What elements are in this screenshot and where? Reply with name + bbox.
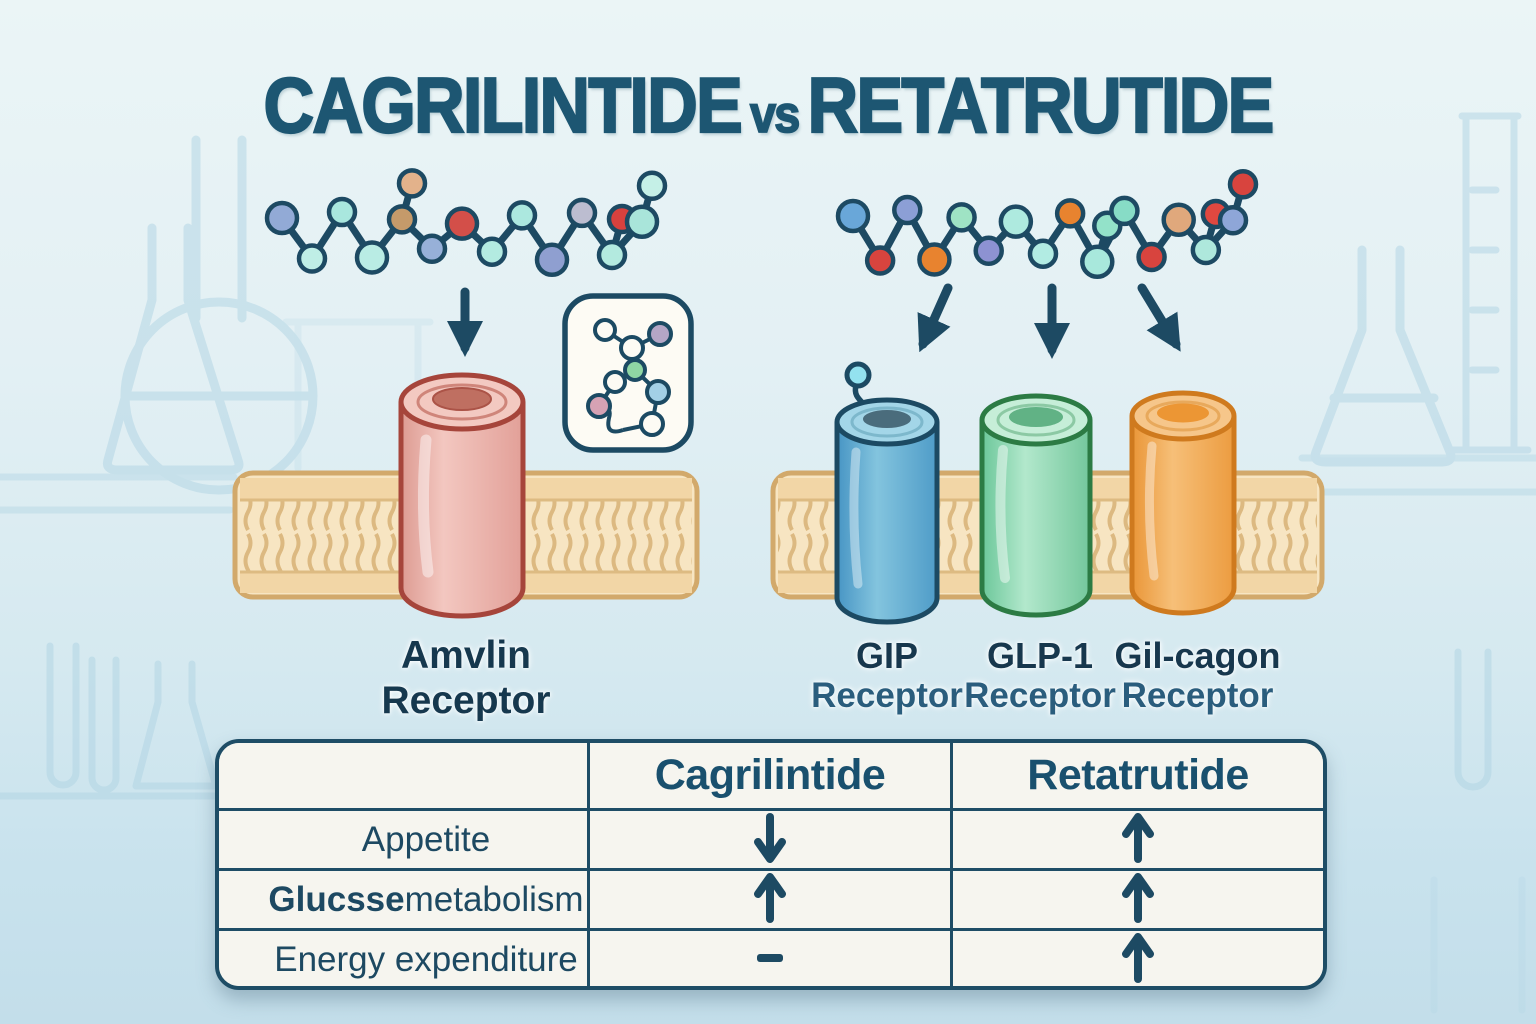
receptor-type: Receptor [964,676,1116,715]
receptor-name: GLP-1 [986,635,1093,676]
lab-glassware-watermark [0,112,1536,1014]
glucagon-receptor-label: Gil-cagon Receptor [1095,636,1300,716]
cell-appetite-retatrutide [953,811,1323,871]
column-header-cagrilintide: Cagrilintide [590,743,953,811]
trend-arrow [1121,813,1155,868]
glp1-receptor-cylinder [979,393,1093,618]
receptor-name: Gil-cagon [1114,635,1281,676]
comparison-table: Cagrilintide Retatrutide Appetite Glucss… [215,739,1327,990]
row-label-glucose-metabolism: Glucsse metabolism [219,871,590,931]
receptor-name: GIP [855,635,918,676]
title-right-drug: RETATRUTIDE [806,60,1275,150]
row-label-energy-expenditure: Energy expenditure [219,931,590,986]
cell-appetite-cagrilintide [590,811,953,871]
receptor-type: Receptor [811,676,963,715]
cell-energy-retatrutide [953,931,1323,986]
binding-arrows [447,283,1181,359]
gip-receptor-label: GIP Receptor [797,636,977,716]
cagrilintide-peptide-chain [264,168,668,278]
erlenmeyer-flask-right-icon [1310,245,1456,467]
arrow-to-gip [917,283,953,353]
cell-energy-cagrilintide [590,931,953,986]
receptor-name: Amvlin [400,634,532,677]
trend-arrow [753,933,787,986]
table-corner-cell [219,743,590,811]
row-label-appetite: Appetite [219,811,590,871]
cell-glucose-cagrilintide [590,871,953,931]
test-tubes-icon [0,642,230,800]
graduated-cylinder-icon [1448,112,1532,454]
trend-arrow [753,813,787,868]
molecule-badge [562,293,694,453]
title-left-drug: CAGRILINTIDE [262,60,743,150]
arrow-to-glucagon [1137,283,1181,352]
amylin-receptor-cylinder [398,372,526,619]
amylin-receptor-label: Amvlin Receptor [316,633,616,723]
receptor-type: Receptor [381,679,551,722]
trend-arrow [1121,933,1155,986]
retatrutide-peptide-chain [835,168,1259,280]
erlenmeyer-flask-icon [103,223,244,475]
glp1-receptor-label: GLP-1 Receptor [950,636,1130,716]
gip-receptor-cylinder [834,361,940,625]
column-header-retatrutide: Retatrutide [953,743,1323,811]
trend-arrow [1121,873,1155,928]
trend-arrow [753,873,787,928]
receptor-type: Receptor [1121,676,1274,715]
cell-glucose-retatrutide [953,871,1323,931]
round-flask-icon [120,135,318,495]
glucagon-receptor-cylinder [1129,390,1237,616]
title-vs: vs [749,85,801,145]
